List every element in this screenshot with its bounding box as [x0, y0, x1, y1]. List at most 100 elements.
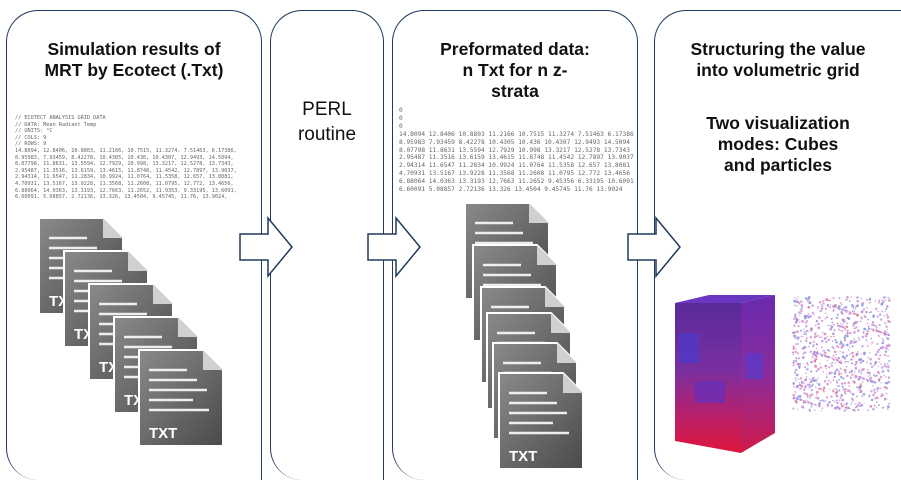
particle	[870, 389, 873, 393]
particle	[882, 296, 885, 299]
particle	[857, 329, 860, 332]
particle	[793, 325, 796, 328]
particle	[807, 401, 811, 404]
particle	[830, 404, 834, 407]
particle	[869, 302, 871, 304]
particle	[876, 315, 879, 318]
particle	[800, 312, 802, 315]
particle	[835, 368, 839, 372]
particle	[800, 384, 804, 388]
particle	[838, 360, 841, 364]
particle	[866, 307, 868, 309]
particle	[812, 344, 815, 347]
particle	[885, 381, 889, 385]
particle	[817, 377, 820, 379]
particle	[845, 406, 848, 409]
particle	[869, 362, 873, 365]
particle	[806, 401, 809, 403]
particle	[814, 358, 817, 360]
particle	[820, 366, 823, 369]
particle	[879, 313, 882, 316]
particle	[854, 370, 856, 373]
particle	[867, 326, 870, 328]
raw-text-line: 2.95487, 11.3516, 13.6159, 13.4615, 11.8…	[15, 167, 237, 174]
particle	[794, 377, 797, 380]
particle	[845, 343, 849, 347]
particle	[875, 326, 878, 329]
particle	[796, 352, 799, 355]
particle	[882, 339, 885, 342]
particle	[812, 340, 816, 344]
particle	[870, 311, 872, 313]
particle	[847, 360, 850, 363]
raw-text-line: 4.70931, 13.5167, 13.9228, 11.3568, 11.2…	[15, 180, 234, 187]
particle	[824, 318, 826, 320]
particle	[820, 346, 823, 349]
particle	[793, 332, 795, 334]
particle	[874, 307, 878, 311]
particle	[881, 299, 883, 302]
particle	[816, 307, 819, 309]
particle	[794, 297, 796, 299]
particle	[802, 401, 805, 404]
particle	[856, 395, 858, 398]
particle	[799, 398, 802, 401]
particle	[858, 402, 861, 404]
particle	[845, 403, 848, 406]
txt-label: TXT	[509, 448, 537, 465]
panel-4-title-line-1: Structuring the value	[690, 39, 866, 59]
particle	[883, 315, 885, 317]
particle	[797, 384, 800, 387]
particle	[850, 397, 853, 400]
particle	[814, 403, 816, 406]
particle	[875, 329, 877, 332]
particle	[882, 406, 885, 409]
particle	[846, 329, 849, 332]
particle	[869, 357, 872, 361]
particle	[809, 378, 811, 380]
particle	[850, 369, 854, 372]
particle	[813, 376, 816, 379]
particle	[841, 308, 845, 312]
particle	[798, 336, 800, 339]
particle	[868, 378, 871, 380]
particle	[866, 345, 869, 348]
particle	[853, 310, 855, 312]
particle	[881, 337, 883, 340]
particle	[838, 399, 841, 402]
particle	[816, 394, 818, 396]
particle	[815, 370, 818, 373]
particle	[865, 311, 868, 314]
particle	[857, 408, 860, 411]
particle	[887, 369, 889, 372]
particle	[869, 375, 871, 377]
particle	[810, 406, 813, 408]
particle	[805, 346, 807, 348]
particle	[814, 365, 818, 368]
particle	[870, 365, 874, 369]
particle	[850, 403, 852, 405]
particle	[839, 360, 842, 362]
particle	[827, 355, 830, 359]
particle	[881, 392, 883, 395]
particle	[881, 346, 885, 349]
raw-text-line: // UNITS: °C	[15, 128, 53, 135]
particle	[795, 300, 799, 304]
particle	[860, 369, 863, 372]
particle	[858, 339, 861, 341]
particle	[835, 380, 838, 383]
particle	[840, 341, 843, 344]
particle	[794, 313, 797, 316]
particle	[838, 385, 841, 387]
particle	[857, 351, 859, 353]
particle	[854, 410, 857, 412]
particle	[810, 380, 813, 383]
particle	[861, 335, 865, 339]
particle	[861, 385, 863, 387]
particle	[872, 393, 875, 397]
particle	[810, 403, 814, 406]
particle	[880, 363, 882, 365]
particle	[849, 391, 852, 394]
particle	[854, 403, 857, 405]
formatted-text-line: 4.70931 13.5167 13.9228 11.3568 11.2608 …	[399, 170, 630, 178]
